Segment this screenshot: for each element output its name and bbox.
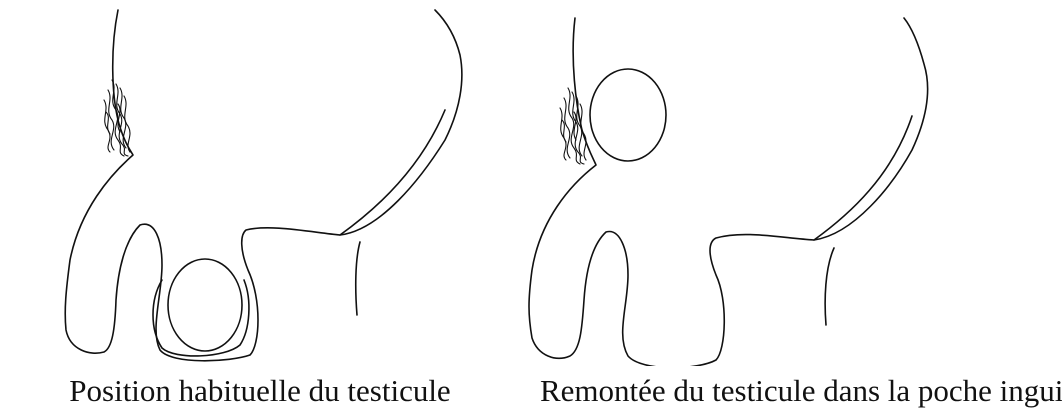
anatomy-drawing-normal [0, 0, 520, 366]
pubic-hair [104, 80, 130, 156]
inguinal-fold [340, 110, 445, 235]
caption-normal-position: Position habituelle du testicule [0, 366, 520, 416]
figure-retracted-position: Remontée du testicule dans la poche ingu… [520, 0, 1062, 416]
figure-normal-position: Position habituelle du testicule [0, 0, 520, 416]
pubic-hair [560, 88, 586, 164]
testicle-shape [168, 259, 242, 351]
thigh-line [356, 242, 360, 315]
scrotum-outline [153, 280, 249, 356]
testicle-shape [590, 69, 666, 161]
inguinal-fold [814, 116, 912, 240]
thigh-line [825, 248, 834, 325]
anatomy-drawing-retracted [520, 0, 1062, 366]
body-outline [65, 10, 462, 361]
caption-retracted-position: Remontée du testicule dans la poche ingu… [540, 366, 1062, 416]
